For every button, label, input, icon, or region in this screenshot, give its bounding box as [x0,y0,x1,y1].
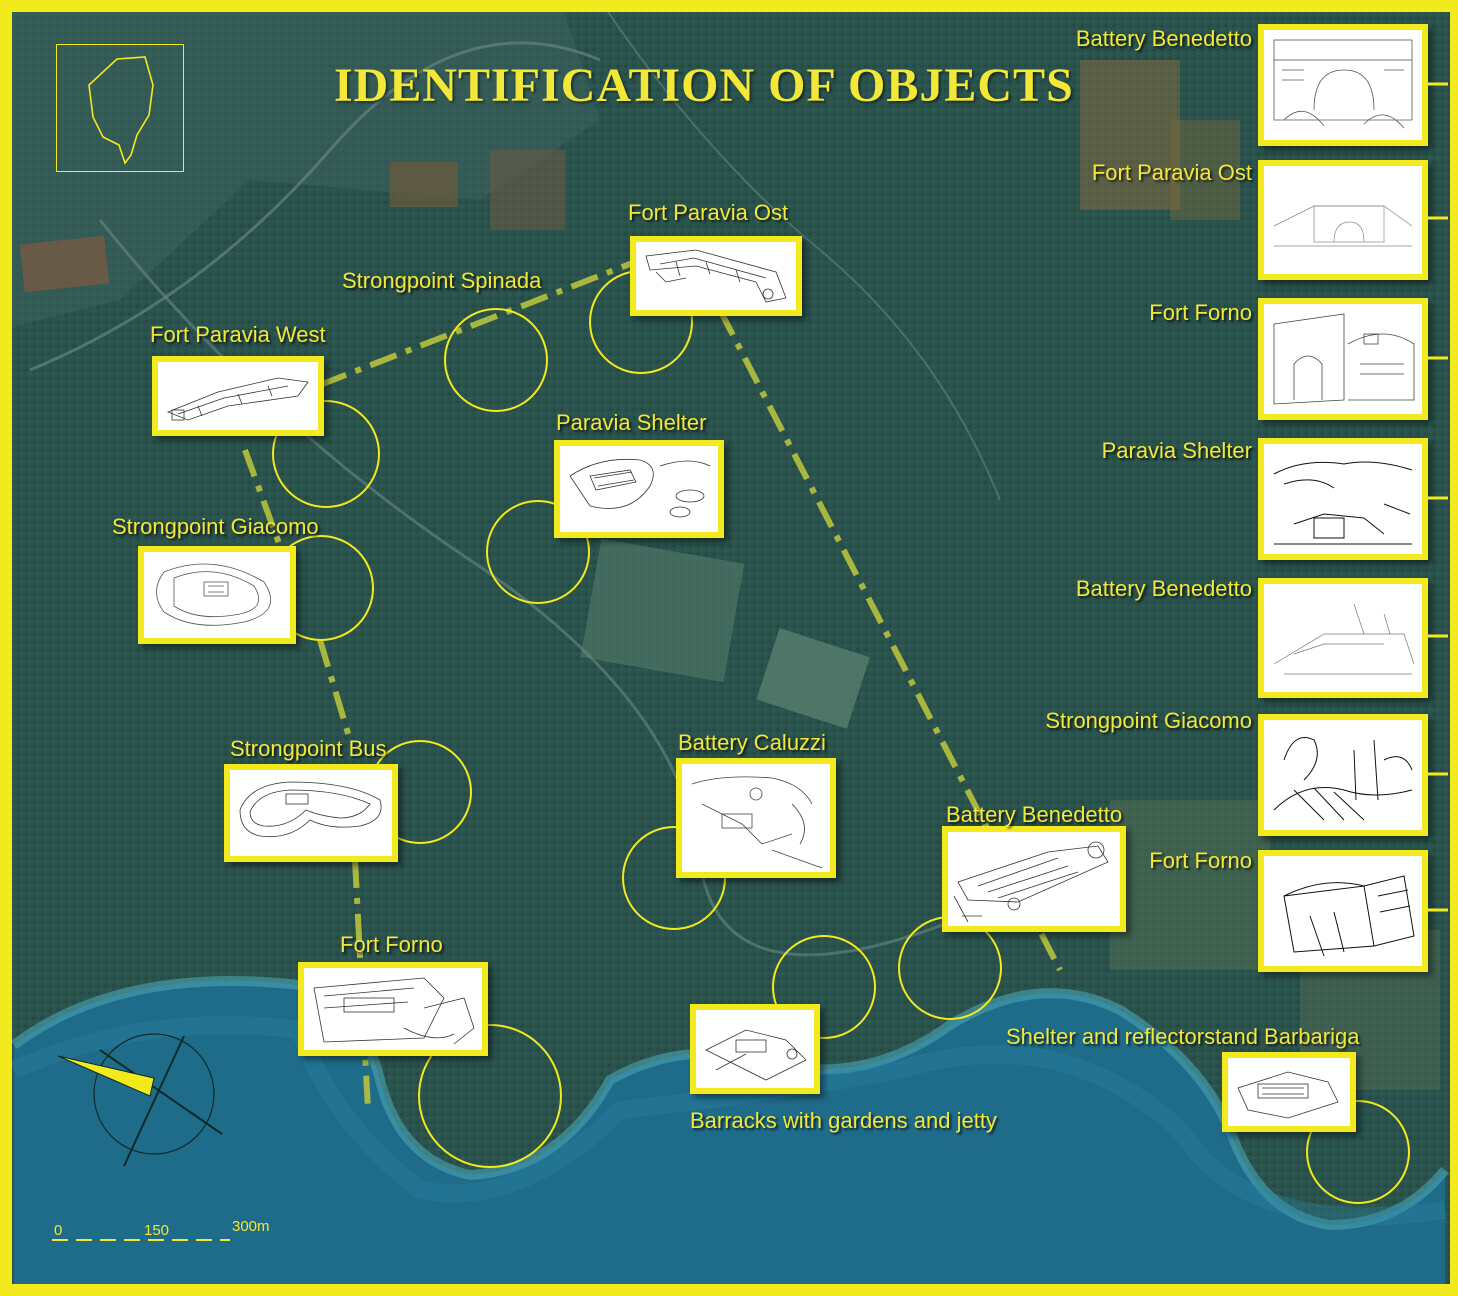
sketch-strongpoint-giacomo[interactable] [1258,714,1428,836]
label-strongpoint-spinada: Strongpoint Spinada [342,268,542,293]
label-paravia-shelter: Paravia Shelter [556,410,707,435]
label-strongpoint-bus: Strongpoint Bus [230,736,387,761]
locator-map-icon [56,44,184,172]
sketch-battery-benedetto[interactable] [1258,24,1428,146]
sketch-fort-paravia-ost[interactable] [1258,160,1428,280]
drawing-battery-benedetto[interactable] [942,826,1126,932]
location-circle [444,308,548,412]
north-arrow-icon [50,1030,250,1180]
sidebar-label-fort-paravia-ost: Fort Paravia Ost [1091,160,1252,185]
sidebar-label-battery-benedetto: Battery Benedetto [1075,26,1252,51]
sketch-paravia-shelter[interactable] [1258,438,1428,560]
sketch-fort-forno-2[interactable] [1258,850,1428,972]
sidebar-label-strongpoint-giacomo: Strongpoint Giacomo [1045,708,1252,733]
location-circle [1306,1100,1410,1204]
scale-end: 300m [232,1218,270,1235]
label-strongpoint-giacomo: Strongpoint Giacomo [112,514,319,539]
sidebar-connectors [1428,82,1448,912]
location-circle [622,826,726,930]
sidebar-label-fort-forno: Fort Forno [1149,300,1252,325]
location-circle [772,935,876,1039]
sketch-battery-benedetto-2[interactable] [1258,578,1428,698]
label-fort-paravia-ost: Fort Paravia Ost [628,200,789,225]
location-circle [418,1024,562,1168]
location-circle [486,500,590,604]
scale-start: 0 [54,1222,63,1239]
label-shelter-barbariga: Shelter and reflectorstand Barbariga [1006,1024,1360,1049]
drawing-battery-caluzzi[interactable] [676,758,836,878]
label-fort-paravia-west: Fort Paravia West [150,322,326,347]
sketch-fort-forno[interactable] [1258,298,1428,420]
map-title: IDENTIFICATION OF OBJECTS [334,59,1074,112]
drawing-fort-paravia-ost[interactable] [630,236,802,316]
sidebar-label-battery-benedetto-2: Battery Benedetto [1075,576,1252,601]
location-circle [272,400,380,508]
drawing-shelter-barbariga[interactable] [1222,1052,1356,1132]
label-battery-benedetto: Battery Benedetto [946,802,1123,827]
scale-mid: 150 [144,1222,170,1239]
drawing-barracks[interactable] [690,1004,820,1094]
label-battery-caluzzi: Battery Caluzzi [678,730,826,755]
label-fort-forno: Fort Forno [340,932,443,957]
drawing-fort-paravia-west[interactable] [152,356,324,436]
sidebar-label-fort-forno-2: Fort Forno [1149,848,1252,873]
label-barracks: Barracks with gardens and jetty [690,1108,997,1133]
drawing-fort-forno[interactable] [298,962,488,1056]
drawing-strongpoint-bus[interactable] [224,764,398,862]
sidebar-label-paravia-shelter: Paravia Shelter [1101,438,1252,463]
drawing-strongpoint-giacomo[interactable] [138,546,296,644]
drawing-paravia-shelter[interactable] [554,440,724,538]
